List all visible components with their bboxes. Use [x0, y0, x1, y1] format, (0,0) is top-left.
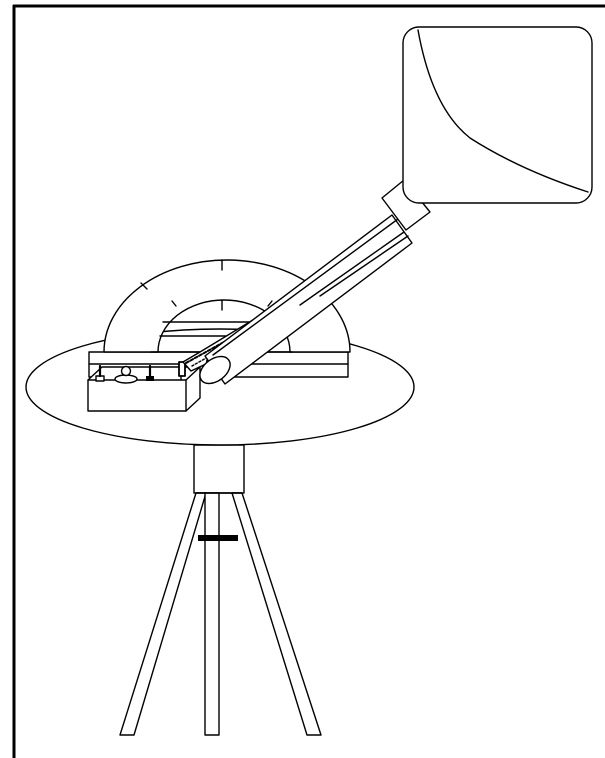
power-plug-icon	[178, 361, 186, 381]
projector-tube	[199, 214, 413, 385]
projector-screen	[381, 26, 593, 231]
tripod-stand	[119, 444, 322, 736]
figure-border	[12, 4, 605, 758]
knob-left-icon	[95, 364, 105, 382]
knob-right-icon	[146, 364, 154, 381]
control-box	[87, 361, 201, 412]
knob-dial-icon	[114, 365, 138, 384]
